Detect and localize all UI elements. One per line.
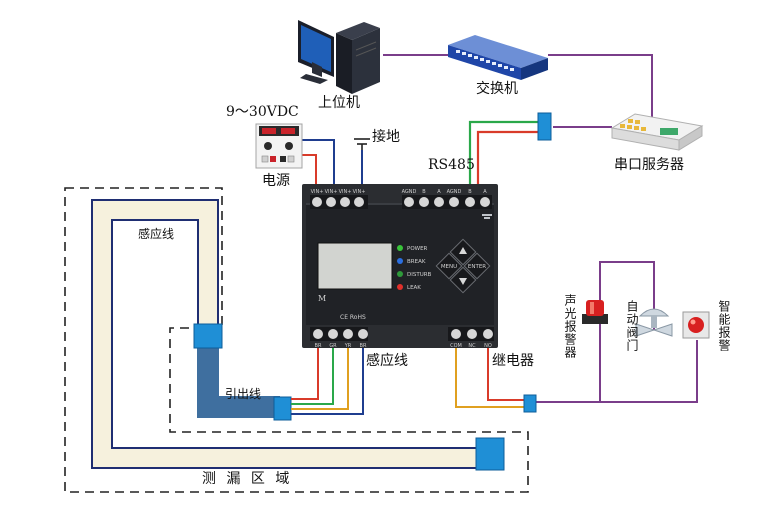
sound-light-alarm-icon bbox=[582, 300, 608, 324]
power-supply-icon bbox=[255, 123, 303, 169]
terminal-label: BR bbox=[360, 343, 367, 349]
terminal-label: AGND bbox=[447, 189, 462, 195]
cable-connector-top bbox=[193, 323, 223, 349]
relay-label: 继电器 bbox=[492, 353, 534, 369]
lead-cable-label: 引出线 bbox=[225, 387, 262, 401]
status-indicators: POWER BREAK DISTURB LEAK bbox=[397, 245, 432, 291]
lead-out-cable bbox=[197, 338, 280, 418]
smart-alarm-icon bbox=[682, 311, 710, 339]
terminal-label: NC bbox=[468, 343, 476, 349]
smart-alarm-label: 智能报警 bbox=[717, 300, 731, 352]
top-terminal-block: VIN+ VIN+ VIN+ VIN+ AGND B A AGND B A bbox=[310, 189, 492, 209]
cable-connector-end bbox=[475, 437, 505, 471]
sensing-wiring bbox=[291, 348, 364, 415]
terminal-label: B bbox=[422, 189, 426, 195]
lcd-screen bbox=[317, 242, 393, 290]
leak-controller-device: VIN+ VIN+ VIN+ VIN+ AGND B A AGND B A BR… bbox=[302, 184, 498, 349]
ground-symbol bbox=[354, 138, 370, 150]
brand-logo-icon bbox=[482, 214, 492, 219]
cable-connector-lead bbox=[273, 396, 292, 421]
terminal-label: VIN+ bbox=[353, 189, 366, 195]
enter-key-label: ENTER bbox=[468, 264, 486, 270]
power-supply-label: 电源 bbox=[262, 173, 290, 189]
leak-led-icon bbox=[397, 284, 403, 290]
down-arrow-icon bbox=[459, 278, 467, 285]
supply-voltage-label: 9～30VDC bbox=[226, 104, 299, 120]
indicator-label: BREAK bbox=[407, 259, 426, 265]
terminal-label: AGND bbox=[402, 189, 417, 195]
indicator-label: DISTURB bbox=[407, 272, 432, 278]
detection-area-boundary bbox=[64, 187, 529, 493]
terminal-label: A bbox=[483, 189, 487, 195]
cert-mark: CE RoHS bbox=[340, 314, 366, 321]
menu-key-label: MENU bbox=[441, 264, 457, 270]
rs485-connector bbox=[537, 112, 552, 141]
terminal-label: GR bbox=[329, 343, 337, 349]
terminal-label: A bbox=[437, 189, 441, 195]
relay-wiring bbox=[455, 261, 698, 408]
detection-area-label: 测 漏 区 域 bbox=[202, 471, 293, 487]
ground-label: 接地 bbox=[372, 129, 400, 145]
network-wiring bbox=[383, 54, 653, 128]
terminal-label: BR bbox=[315, 343, 322, 349]
power-led-icon bbox=[397, 245, 403, 251]
sensing-cable-left-label: 感应线 bbox=[138, 227, 175, 241]
rs485-label: RS485 bbox=[428, 157, 475, 173]
host-pc-label: 上位机 bbox=[318, 95, 360, 111]
serial-server-icon bbox=[610, 113, 704, 151]
sensing-cable-loop bbox=[91, 199, 488, 469]
auto-valve-label: 自动阀门 bbox=[625, 300, 639, 352]
relay-connector bbox=[523, 394, 537, 413]
disturb-led-icon bbox=[397, 271, 403, 277]
host-pc-icon bbox=[298, 20, 380, 94]
terminal-label: B bbox=[468, 189, 472, 195]
sensing-cable-main-label: 感应线 bbox=[366, 353, 408, 369]
auto-valve-icon bbox=[635, 308, 673, 337]
up-arrow-icon bbox=[459, 247, 467, 254]
network-switch-icon bbox=[448, 35, 548, 80]
indicator-label: POWER bbox=[407, 246, 428, 252]
terminal-label: YR bbox=[344, 343, 352, 349]
terminal-label: NO bbox=[484, 343, 492, 349]
rs485-wiring bbox=[468, 120, 538, 193]
terminal-label: VIN+ bbox=[311, 189, 324, 195]
indicator-label: LEAK bbox=[407, 285, 421, 291]
terminal-label: COM bbox=[450, 343, 462, 349]
terminal-label: VIN+ bbox=[325, 189, 338, 195]
terminal-label: VIN+ bbox=[339, 189, 352, 195]
sound-light-alarm-label: 声光报警器 bbox=[563, 294, 577, 359]
bottom-terminal-block: BR GR YR BR COM NC NO bbox=[310, 327, 494, 349]
serial-server-label: 串口服务器 bbox=[614, 157, 684, 173]
switch-label: 交换机 bbox=[476, 81, 518, 97]
keypad: MENU ENTER bbox=[435, 238, 491, 294]
model-letter: M bbox=[318, 294, 326, 303]
break-led-icon bbox=[397, 258, 403, 264]
